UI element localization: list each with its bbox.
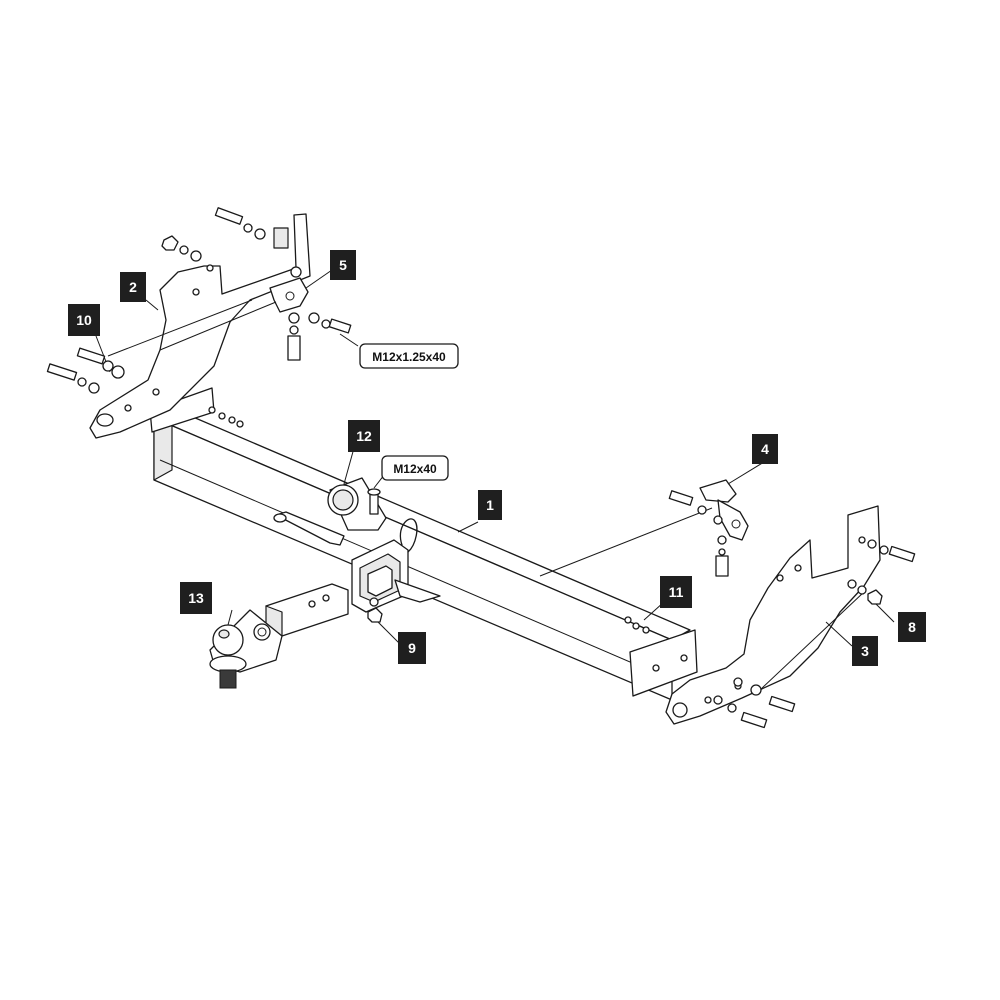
callout-9: 9 [398, 632, 426, 664]
socket-plate [327, 477, 387, 531]
part-4-clip [699, 479, 749, 541]
fasteners [46, 207, 916, 729]
part-5-clip [269, 266, 309, 313]
receiver-box [351, 539, 441, 613]
bolt-set-10 [76, 347, 125, 379]
callout-13: 13 [180, 582, 212, 614]
main-crossbar [149, 387, 698, 701]
spec-m12x1-25x40: M12x1.25x40 [359, 343, 459, 369]
callout-5-label: 5 [339, 257, 347, 273]
callout-4: 4 [752, 434, 778, 464]
spec-m12x1-25x40-label: M12x1.25x40 [372, 350, 446, 364]
callout-12-label: 12 [356, 428, 372, 444]
callout-1-label: 1 [486, 497, 494, 513]
bolt-set-part8 [847, 539, 916, 605]
callout-2-label: 2 [129, 279, 137, 295]
bolt-set-left-nuts [161, 235, 202, 262]
callout-13-label: 13 [188, 590, 204, 606]
callout-11: 11 [660, 576, 692, 608]
tow-ball-mount [209, 583, 349, 689]
callout-12: 12 [348, 420, 380, 452]
callout-11-label: 11 [669, 584, 684, 600]
spec-m12x40: M12x40 [381, 455, 449, 481]
callout-10: 10 [68, 304, 100, 336]
left-bracket [89, 213, 311, 439]
bolt-set-top-left [214, 207, 266, 240]
bolt-set-right-lower [713, 677, 796, 729]
bolt-set-left-lower [46, 363, 100, 394]
callout-4-label: 4 [761, 441, 769, 457]
callout-10-label: 10 [76, 312, 92, 328]
bolt-set-part11 [624, 616, 650, 634]
socket-handle [273, 511, 345, 546]
callout-8-label: 8 [908, 619, 916, 635]
callout-3: 3 [852, 636, 878, 666]
bolt-set-part4 [668, 490, 729, 577]
callout-3-label: 3 [861, 643, 869, 659]
bolt-set-part9 [367, 597, 383, 623]
bolt-set-crossbar-left [208, 406, 244, 428]
callout-5: 5 [330, 250, 356, 280]
callout-9-label: 9 [408, 640, 416, 656]
safety-chain-loop [399, 518, 418, 553]
callout-1: 1 [478, 490, 502, 520]
right-bracket [665, 505, 881, 725]
callout-8: 8 [898, 612, 926, 642]
callout-2: 2 [120, 272, 146, 302]
bolt-set-part5 [287, 312, 352, 361]
spec-m12x40-label: M12x40 [393, 462, 437, 476]
